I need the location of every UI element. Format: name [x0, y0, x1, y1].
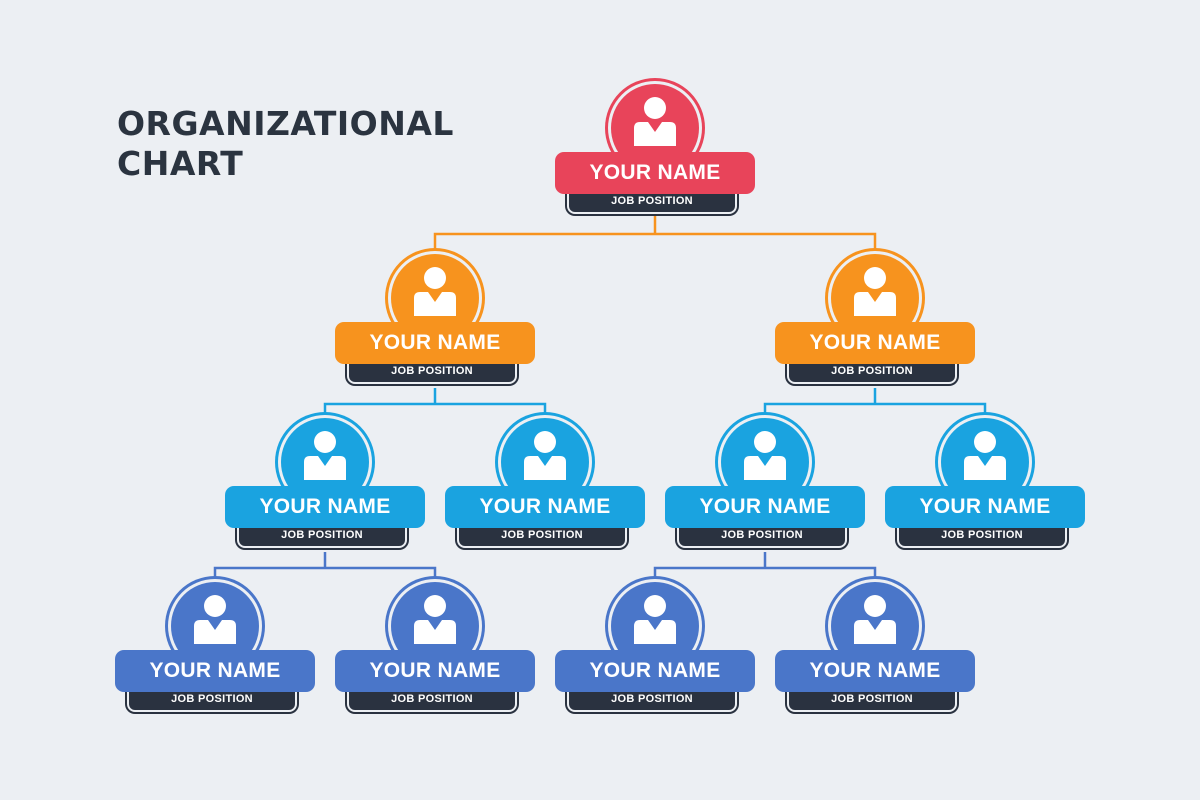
org-node-lead-2[interactable]: YOUR NAME JOB POSITION — [445, 418, 645, 558]
org-node-member-1[interactable]: YOUR NAME JOB POSITION — [115, 582, 315, 722]
chart-title-line-2: CHART — [117, 144, 244, 183]
node-name: YOUR NAME — [335, 650, 535, 692]
org-node-member-4[interactable]: YOUR NAME JOB POSITION — [775, 582, 975, 722]
person-icon — [854, 267, 896, 316]
person-icon — [634, 97, 676, 146]
node-name: YOUR NAME — [775, 322, 975, 364]
person-icon — [964, 431, 1006, 480]
org-node-member-2[interactable]: YOUR NAME JOB POSITION — [335, 582, 535, 722]
person-icon — [744, 431, 786, 480]
node-name: YOUR NAME — [555, 152, 755, 194]
person-icon — [414, 267, 456, 316]
connectors-level-3 — [213, 552, 877, 582]
connectors-level-2 — [323, 388, 987, 418]
person-icon — [194, 595, 236, 644]
org-node-lead-3[interactable]: YOUR NAME JOB POSITION — [665, 418, 865, 558]
connectors-level-1 — [433, 214, 877, 254]
org-node-ceo[interactable]: YOUR NAME JOB POSITION — [555, 84, 755, 224]
org-node-member-3[interactable]: YOUR NAME JOB POSITION — [555, 582, 755, 722]
person-icon — [414, 595, 456, 644]
node-name: YOUR NAME — [225, 486, 425, 528]
person-icon — [524, 431, 566, 480]
person-icon — [634, 595, 676, 644]
org-node-lead-4[interactable]: YOUR NAME JOB POSITION — [885, 418, 1085, 558]
node-name: YOUR NAME — [885, 486, 1085, 528]
node-name: YOUR NAME — [555, 650, 755, 692]
org-node-lead-1[interactable]: YOUR NAME JOB POSITION — [225, 418, 425, 558]
org-node-manager-left[interactable]: YOUR NAME JOB POSITION — [335, 254, 535, 394]
node-name: YOUR NAME — [115, 650, 315, 692]
node-name: YOUR NAME — [445, 486, 645, 528]
chart-title-line-1: ORGANIZATIONAL — [117, 104, 454, 143]
node-name: YOUR NAME — [775, 650, 975, 692]
org-node-manager-right[interactable]: YOUR NAME JOB POSITION — [775, 254, 975, 394]
person-icon — [304, 431, 346, 480]
person-icon — [854, 595, 896, 644]
node-name: YOUR NAME — [665, 486, 865, 528]
chart-title: ORGANIZATIONAL CHART — [117, 104, 454, 184]
node-name: YOUR NAME — [335, 322, 535, 364]
